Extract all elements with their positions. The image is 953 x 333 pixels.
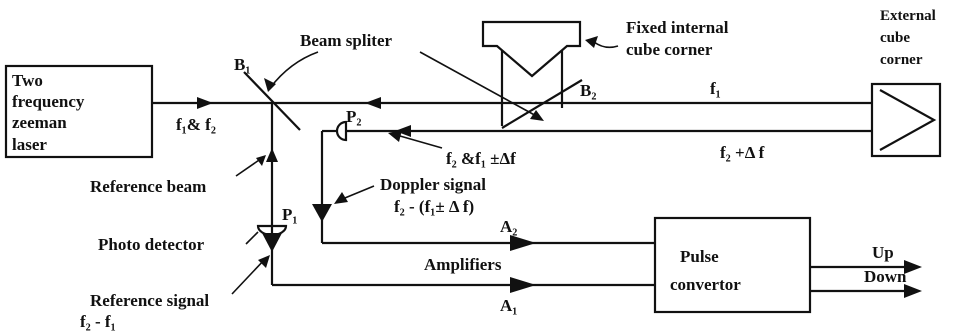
f2-plus-df-label: f₂ +Δ f [720, 143, 765, 162]
up-label: Up [872, 243, 894, 262]
external-cube-inner [879, 89, 937, 151]
p1-pointer [245, 231, 259, 245]
amplifiers-label: Amplifiers [424, 255, 502, 274]
beam-splitter-pointer [269, 51, 319, 89]
p2-label: P₂ [346, 107, 361, 126]
b1-label: B₁ [234, 55, 250, 74]
doppler-arrow-icon [312, 204, 332, 222]
laser-label-line4: laser [12, 135, 47, 154]
beam-splitter-b1 [243, 71, 301, 131]
beam-f1f2-label: f₁& f₂ [176, 115, 216, 134]
pulse-convertor-box [653, 216, 812, 314]
doppler-pointer [339, 185, 375, 201]
photo-detector-p2-icon [335, 120, 348, 142]
pulse-label-2: convertor [670, 275, 741, 294]
pointer-arrow-icon [334, 192, 348, 204]
a1-label: A₁ [500, 296, 517, 315]
down-label: Down [864, 267, 907, 286]
fixed-cube-label-1: Fixed internal [626, 18, 729, 37]
p2-pointer [399, 135, 443, 149]
reference-signal-label-1: Reference signal [90, 291, 209, 310]
reference-signal-pointer [231, 257, 267, 295]
beam-arrow-icon [395, 125, 411, 137]
pointer-arrow-icon [585, 36, 598, 48]
b2-label: B₂ [580, 81, 596, 100]
doppler-label-2: f₂ - (f₁± Δ f) [394, 197, 474, 216]
laser-label-line3: zeeman [12, 113, 67, 132]
pointer-arrow-icon [530, 110, 544, 121]
a1-amplifier-icon [510, 277, 536, 293]
reference-beam-label: Reference beam [90, 177, 206, 196]
beam-splitter-b2 [501, 79, 583, 129]
pointer-arrow-icon [264, 78, 276, 92]
beam-splitter-pointer-2 [419, 51, 541, 119]
a2-label: A₂ [500, 217, 517, 236]
pointer-arrow-icon [258, 255, 270, 268]
up-arrow-icon [904, 260, 922, 274]
f1-label: f₁ [710, 79, 721, 98]
external-cube-label-2: cube [880, 30, 910, 46]
doppler-label-1: Doppler signal [380, 175, 486, 194]
reference-signal-label-2: f₂ - f₁ [80, 312, 116, 331]
laser-label-line2: frequency [12, 92, 85, 111]
fixed-cube-corner [481, 20, 582, 78]
external-cube-label-3: corner [880, 52, 923, 68]
reference-beam-pointer [235, 157, 263, 177]
a2-amplifier-icon [510, 235, 536, 251]
laser-box [4, 64, 154, 159]
photo-detector-label: Photo detector [98, 235, 205, 254]
beam-arrow-icon [266, 148, 278, 162]
fixed-cube-pointer [593, 41, 619, 49]
beam-arrow-icon [197, 97, 213, 109]
laser-label-line1: Two [12, 71, 43, 90]
beam-arrow-icon [365, 97, 381, 109]
pulse-label-1: Pulse [680, 247, 719, 266]
fixed-cube-label-2: cube corner [626, 40, 713, 59]
down-arrow-icon [904, 284, 922, 298]
pointer-arrow-icon [256, 155, 266, 166]
external-cube-corner [870, 82, 942, 158]
beam-splitter-label: Beam spliter [300, 31, 393, 50]
p1-label: P₁ [282, 205, 297, 224]
external-cube-label-1: External [880, 8, 936, 24]
photo-detector-triangle-icon [262, 233, 282, 252]
f2-f1-df-label: f₂ &f₁ ±Δf [446, 149, 516, 168]
pointer-arrow-icon [388, 130, 402, 142]
